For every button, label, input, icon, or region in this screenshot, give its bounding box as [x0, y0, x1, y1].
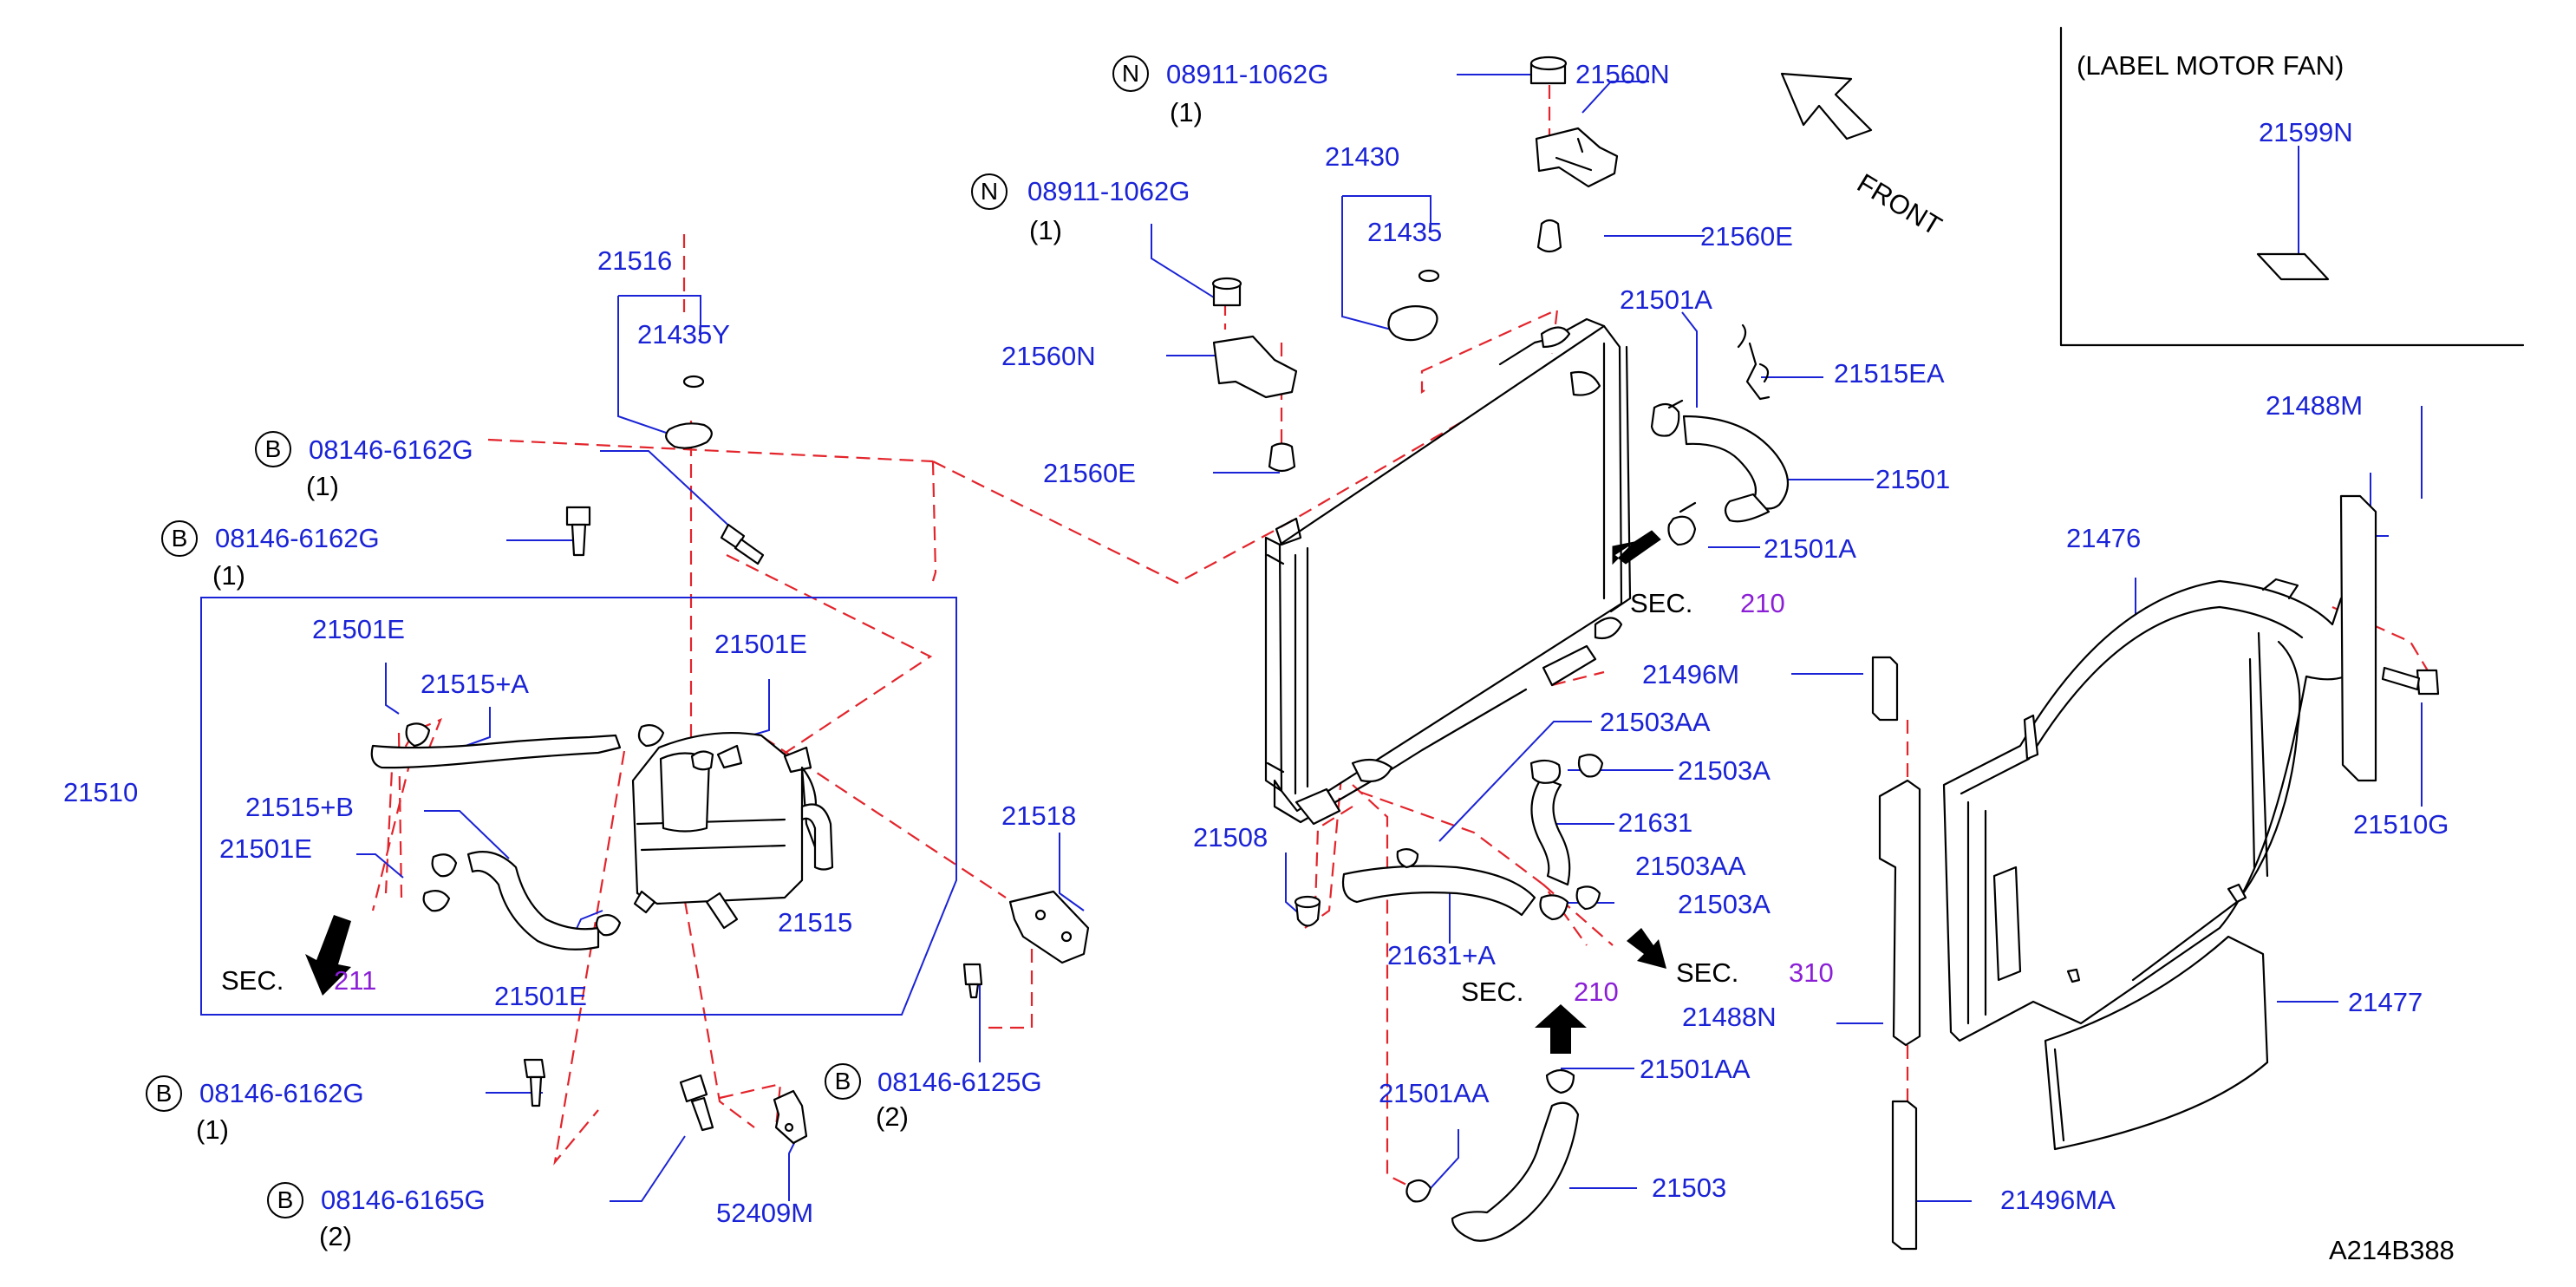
quantity-label: (1) — [212, 560, 245, 591]
part-label-08911-1062g[interactable]: 08911-1062G — [1027, 176, 1190, 206]
part-label-21503aa[interactable]: 21503AA — [1635, 851, 1746, 881]
part-label-21518[interactable]: 21518 — [1001, 800, 1077, 831]
part-label-21515-a[interactable]: 21515+A — [421, 669, 529, 699]
arrow-sec-210-icon — [1612, 530, 1661, 565]
inset-box — [2059, 26, 2525, 347]
quantity-label: (2) — [319, 1221, 352, 1251]
mount-bracket-top — [1529, 56, 1619, 253]
diagram-id: A214B388 — [2329, 1235, 2455, 1265]
part-label-21501aa[interactable]: 21501AA — [1640, 1054, 1751, 1084]
arrow-sec-310-icon — [1627, 928, 1666, 969]
section-ref-label: SEC. — [1630, 588, 1693, 618]
part-label-21599n[interactable]: 21599N — [2259, 117, 2353, 147]
lower-hoses — [1341, 754, 1604, 1242]
fastener-symbol-b: B — [146, 1075, 182, 1112]
part-label-21501a[interactable]: 21501A — [1764, 533, 1856, 564]
part-label-21488m[interactable]: 21488M — [2266, 390, 2364, 421]
part-label-08146-6165g[interactable]: 08146-6165G — [321, 1185, 486, 1215]
part-label-21476[interactable]: 21476 — [2066, 523, 2142, 553]
part-label-21560e[interactable]: 21560E — [1700, 221, 1793, 252]
quantity-label: (2) — [876, 1101, 909, 1132]
mount-bracket-left — [1211, 277, 1298, 473]
part-label-21435y[interactable]: 21435Y — [637, 319, 730, 350]
section-ref-number[interactable]: 210 — [1740, 588, 1785, 618]
quantity-label: (1) — [1029, 215, 1062, 245]
part-label-21488n[interactable]: 21488N — [1682, 1002, 1777, 1032]
fastener-symbol-b: B — [825, 1063, 861, 1100]
upper-hose — [1650, 323, 1790, 546]
part-label-21496ma[interactable]: 21496MA — [2000, 1185, 2116, 1215]
part-label-21631[interactable]: 21631 — [1618, 807, 1693, 838]
reservoir-cap — [665, 422, 713, 449]
part-label-08146-6162g[interactable]: 08146-6162G — [199, 1078, 364, 1108]
seals — [1871, 494, 2377, 1251]
part-label-08146-6125g[interactable]: 08146-6125G — [877, 1067, 1042, 1097]
part-label-21631-a[interactable]: 21631+A — [1387, 940, 1496, 970]
drain-plug — [1295, 900, 1321, 927]
radiator — [1264, 317, 1632, 826]
part-label-08146-6162g[interactable]: 08146-6162G — [215, 523, 380, 553]
part-label-21510[interactable]: 21510 — [63, 777, 139, 807]
section-ref-label: SEC. — [221, 965, 284, 996]
section-ref-label: SEC. — [1676, 957, 1739, 988]
bolts — [523, 506, 983, 1132]
quantity-label: (1) — [306, 471, 339, 501]
section-ref-number[interactable]: 210 — [1574, 977, 1619, 1007]
part-label-21430[interactable]: 21430 — [1325, 141, 1400, 172]
front-arrow-icon — [1780, 72, 1873, 140]
part-label-21501aa[interactable]: 21501AA — [1379, 1078, 1490, 1108]
part-label-52409m[interactable]: 52409M — [716, 1198, 814, 1228]
part-label-21501e[interactable]: 21501E — [312, 614, 405, 644]
motor-fan-label-shape — [2256, 252, 2330, 281]
leader-lines — [200, 74, 2423, 1202]
part-label-21501a[interactable]: 21501A — [1620, 284, 1712, 315]
fastener-symbol-b: B — [267, 1182, 303, 1218]
fastener-symbol-b: B — [161, 520, 198, 557]
section-ref-number[interactable]: 211 — [334, 965, 377, 996]
section-ref-label: SEC. — [1461, 977, 1524, 1007]
part-label-08146-6162g[interactable]: 08146-6162G — [309, 434, 473, 465]
arrow-sec-210b-icon — [1535, 1004, 1587, 1054]
part-label-21515ea[interactable]: 21515EA — [1834, 358, 1945, 389]
section-ref-number[interactable]: 310 — [1789, 957, 1834, 988]
part-label-21501e[interactable]: 21501E — [219, 833, 312, 864]
arrow-sec-211-icon — [305, 915, 351, 996]
part-label-21496m[interactable]: 21496M — [1642, 659, 1740, 689]
part-label-21516[interactable]: 21516 — [597, 245, 673, 276]
part-label-21503[interactable]: 21503 — [1652, 1173, 1727, 1203]
quantity-label: (1) — [196, 1114, 229, 1145]
part-label-21501e[interactable]: 21501E — [714, 629, 807, 659]
part-label-21510g[interactable]: 21510G — [2353, 809, 2449, 839]
fastener-symbol-n: N — [971, 173, 1008, 210]
part-label-21560n[interactable]: 21560N — [1575, 59, 1670, 89]
part-label-21560n[interactable]: 21560N — [1001, 341, 1096, 371]
lower-shroud — [2044, 935, 2269, 1151]
inset-title: (LABEL MOTOR FAN) — [2077, 50, 2344, 81]
fan-shroud — [1942, 578, 2377, 1042]
part-label-21435[interactable]: 21435 — [1367, 217, 1443, 247]
part-label-21515-b[interactable]: 21515+B — [245, 792, 354, 822]
part-label-21501[interactable]: 21501 — [1875, 464, 1951, 494]
part-label-21503a[interactable]: 21503A — [1678, 755, 1771, 786]
part-label-21503aa[interactable]: 21503AA — [1600, 707, 1711, 737]
tank-hoses — [370, 722, 834, 951]
part-label-21477[interactable]: 21477 — [2348, 987, 2423, 1017]
bracket-21518 — [1008, 890, 1090, 964]
part-label-21560e[interactable]: 21560E — [1043, 458, 1136, 488]
radiator-cap — [1387, 304, 1438, 342]
fastener-symbol-n: N — [1112, 56, 1149, 92]
part-label-21501e[interactable]: 21501E — [494, 981, 587, 1011]
fastener-symbol-b: B — [255, 431, 291, 467]
bolt-21510g — [2381, 666, 2440, 696]
part-label-21503a[interactable]: 21503A — [1678, 889, 1771, 919]
part-label-08911-1062g[interactable]: 08911-1062G — [1166, 59, 1329, 89]
hidden-lines — [371, 85, 2437, 1189]
reservoir-tank — [631, 732, 830, 930]
part-label-21515[interactable]: 21515 — [778, 907, 853, 937]
part-label-21508[interactable]: 21508 — [1193, 822, 1268, 853]
quantity-label: (1) — [1170, 97, 1203, 127]
bracket-52409m — [773, 1089, 808, 1145]
